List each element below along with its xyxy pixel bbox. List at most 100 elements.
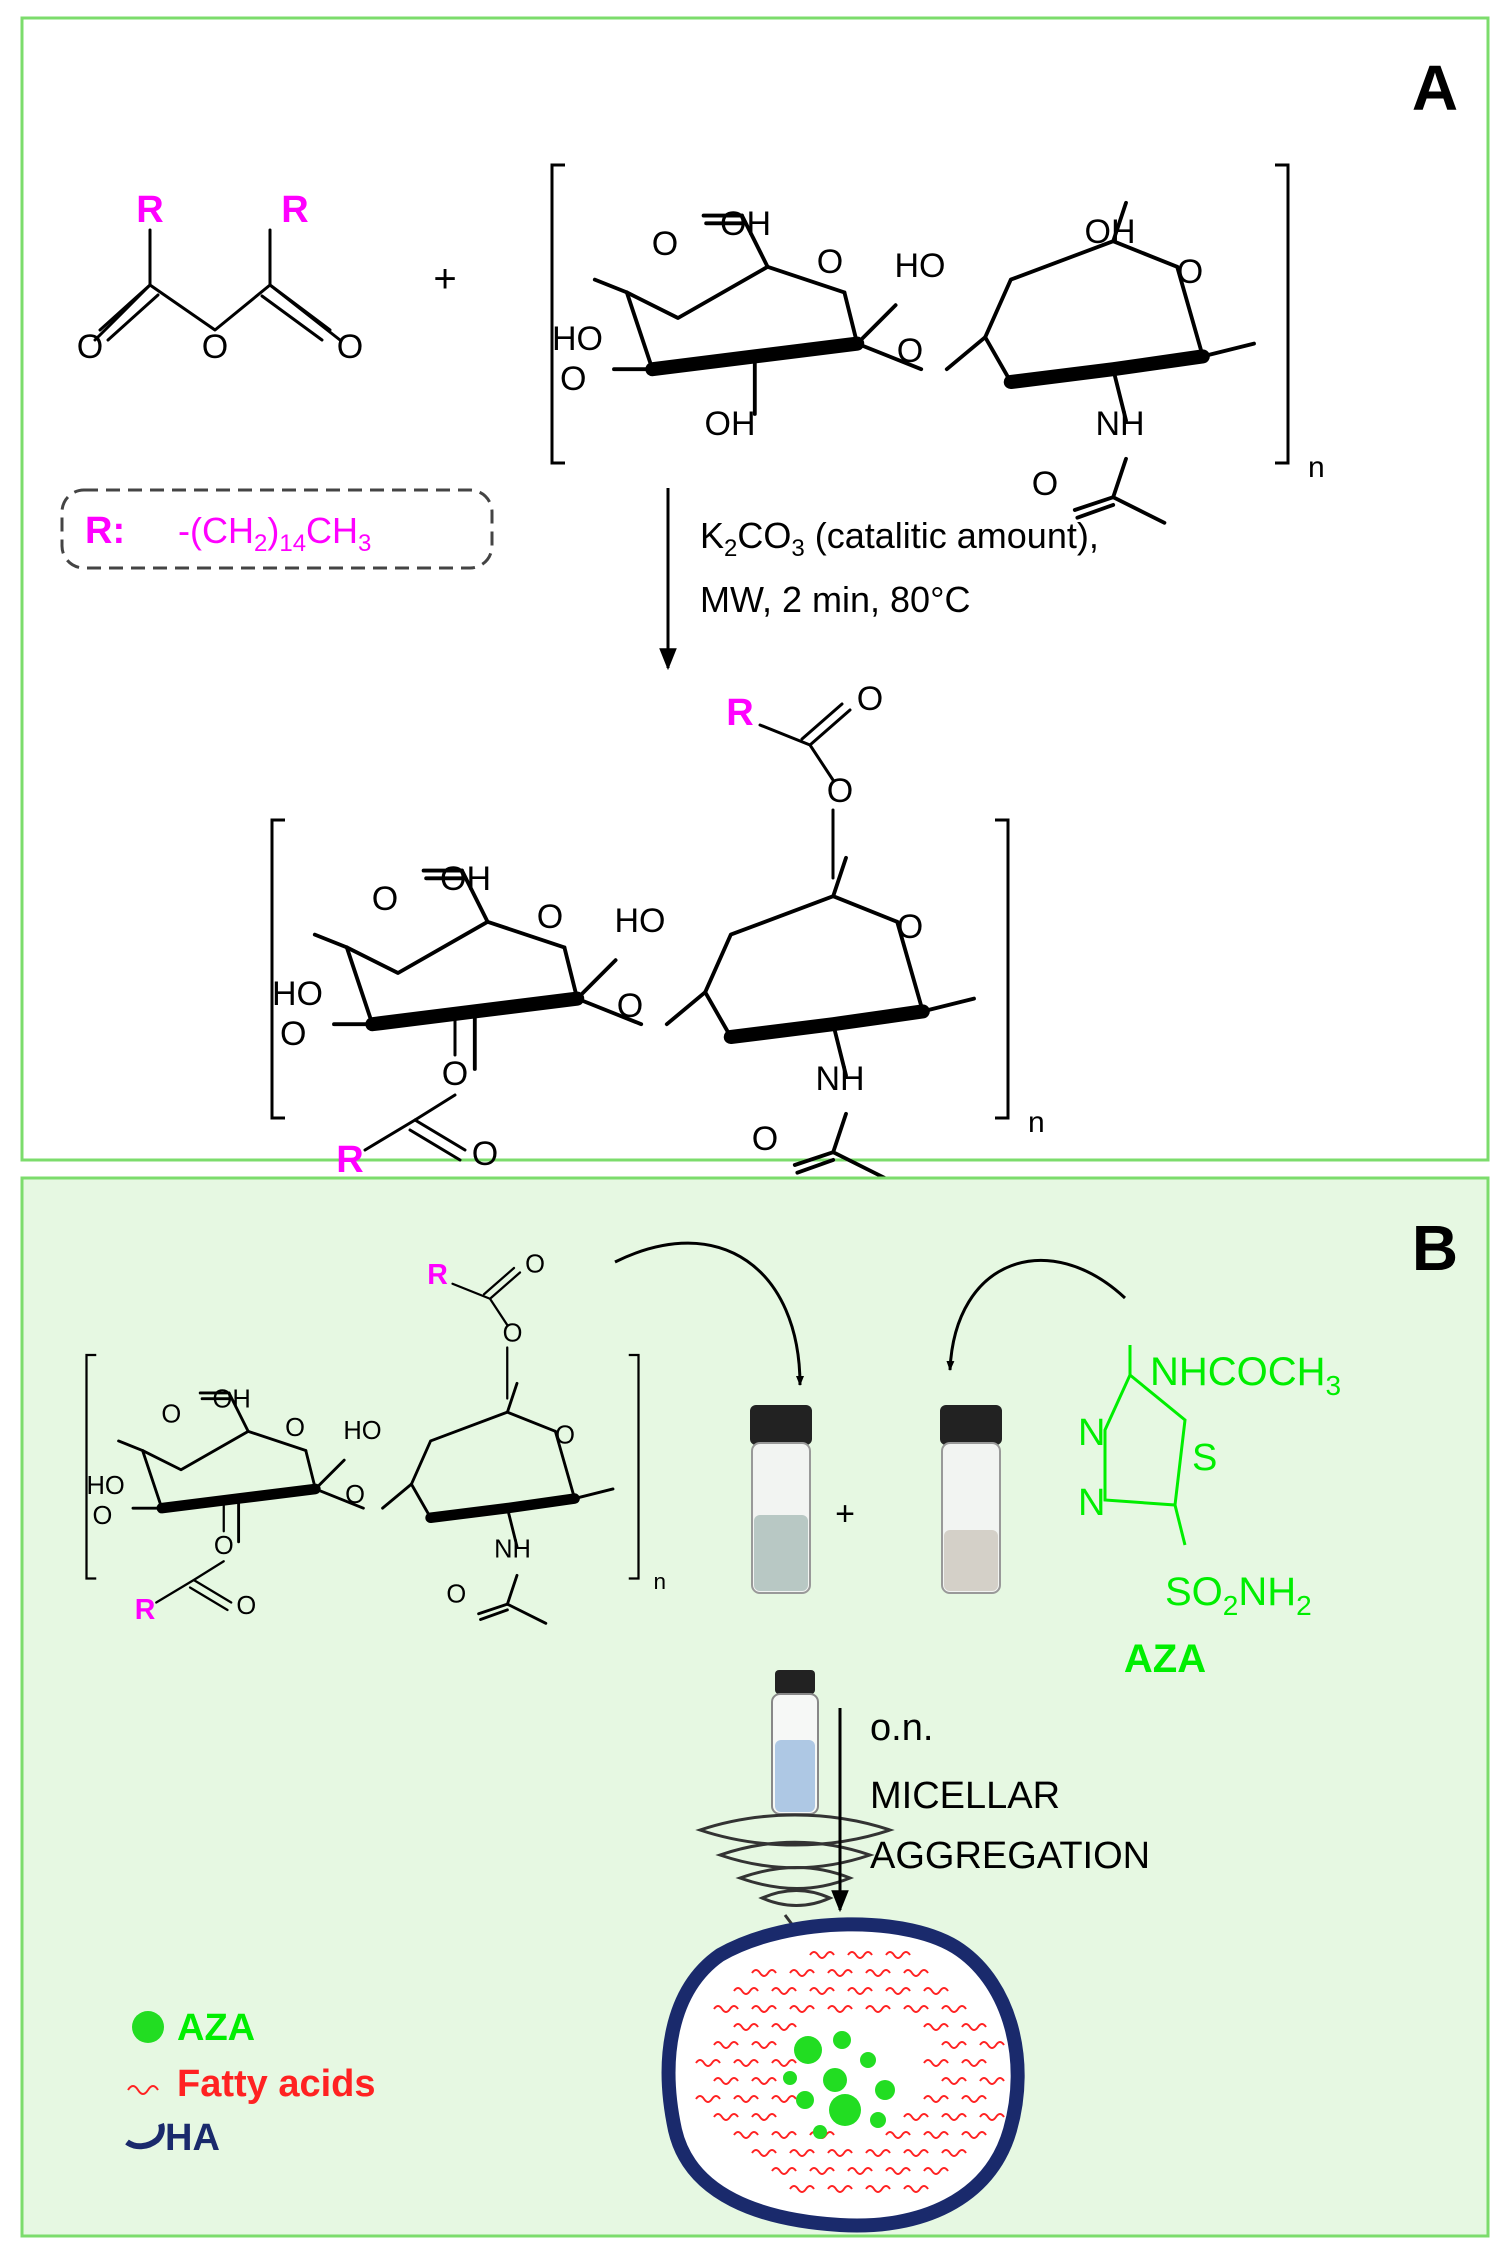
- oxygen-atom: O: [93, 1502, 113, 1530]
- repeat-index: n: [1028, 1106, 1045, 1139]
- fatty-acid-chain: [961, 2131, 987, 2139]
- oxygen-atom: O: [1032, 465, 1058, 503]
- r-group-label: R: [427, 1259, 448, 1291]
- oxygen-atom: O: [817, 243, 843, 281]
- step-label-line1: MICELLAR: [870, 1775, 1060, 1817]
- aza-drug-dot: [794, 2036, 822, 2064]
- vortex-tube: [695, 1670, 895, 1936]
- fatty-acid-chain: [733, 2023, 759, 2031]
- fatty-acid-chain: [923, 2023, 949, 2031]
- fatty-acid-chain: [847, 1987, 873, 1995]
- fatty-acid-chain: [961, 2059, 987, 2067]
- oxygen-atom: O: [280, 1015, 306, 1053]
- oxygen-atom: O: [446, 1581, 466, 1609]
- fatty-acid-chain: [865, 2149, 891, 2157]
- fatty-acid-chain: [941, 2149, 967, 2157]
- legend-label-fatty-acids: Fatty acids: [177, 2063, 376, 2105]
- hydroxyl-label: HO: [615, 902, 666, 940]
- oxygen-atom: O: [236, 1592, 256, 1620]
- hydroxyl-label: OH: [720, 205, 771, 243]
- fatty-acid-chain: [961, 2095, 987, 2103]
- r-group-label: R: [336, 1139, 363, 1181]
- fatty-acid-chain: [733, 2059, 759, 2067]
- step-label-line2: AGGREGATION: [870, 1835, 1150, 1877]
- vial-ha-solution: [750, 1405, 812, 1594]
- oxygen-atom: O: [525, 1251, 545, 1279]
- repeat-index: n: [654, 1569, 667, 1594]
- fatty-acid-chain: [903, 2113, 929, 2121]
- hydroxyl-label: HO: [343, 1417, 381, 1445]
- oxygen-atom: O: [214, 1532, 234, 1560]
- hydroxyl-label: OH: [1085, 213, 1136, 251]
- fatty-acid-chain: [751, 2113, 777, 2121]
- fatty-acid-chain: [695, 2095, 721, 2103]
- amide-nh-label: NH: [494, 1536, 531, 1564]
- amide-nh-label: NH: [815, 1060, 864, 1098]
- fatty-acid-chain: [923, 1987, 949, 1995]
- aza-legend-dot: [132, 2011, 164, 2043]
- r-group-label: R: [135, 1594, 156, 1626]
- hydroxyl-label: OH: [213, 1386, 251, 1414]
- ha-legend-icon: [125, 2123, 165, 2150]
- fatty-acid-chain: [827, 2185, 853, 2193]
- plus-sign: +: [835, 1495, 855, 1533]
- hydroxyl-label: HO: [895, 247, 946, 285]
- r-group-label: R: [281, 189, 308, 231]
- fatty-acid-chain: [941, 2005, 967, 2013]
- fatty-acid-chain: [789, 2005, 815, 2013]
- oxygen-atom: O: [285, 1414, 305, 1442]
- fatty-acid-chain: [903, 2149, 929, 2157]
- fatty-acid-chain: [903, 1969, 929, 1977]
- legend-label-aza: AZA: [177, 2007, 255, 2049]
- fatty-acid-chain: [771, 2131, 797, 2139]
- fatty-acid-chain: [865, 2185, 891, 2193]
- fatty-acid-chain: [751, 2077, 777, 2085]
- hydroxyl-label: OH: [705, 405, 756, 443]
- aza-nitrogen: N: [1078, 1412, 1105, 1454]
- anhydride-structure: R R O O O: [77, 189, 363, 366]
- oxygen-atom: O: [652, 225, 678, 263]
- oxygen-atom: O: [857, 680, 883, 718]
- vial-aza-solution: [940, 1405, 1002, 1594]
- fatty-acid-chain: [789, 1969, 815, 1977]
- oxygen-atom: O: [337, 328, 363, 366]
- fatty-acid-chain: [809, 2167, 835, 2175]
- curved-arrow-aza: [946, 1259, 1127, 1371]
- legend: AZA Fatty acids HA: [125, 2007, 376, 2159]
- fatty-acid-chain: [903, 2005, 929, 2013]
- fatty-acid-chain: [713, 2005, 739, 2013]
- oxygen-atom: O: [555, 1422, 575, 1450]
- fatty-acid-chain: [941, 2077, 967, 2085]
- hydroxyl-label: OH: [440, 860, 491, 898]
- fatty-acid-chain: [713, 2077, 739, 2085]
- fatty-acid-chain: [885, 1987, 911, 1995]
- oxygen-atom: O: [1177, 253, 1203, 291]
- aza-drug-dot: [823, 2068, 847, 2092]
- aza-drug-dot: [833, 2031, 851, 2049]
- r-definition-label: R:: [85, 510, 125, 552]
- fatty-acid-chain: [885, 2131, 911, 2139]
- fatty-acid-chain: [847, 2167, 873, 2175]
- aza-nitrogen: N: [1078, 1482, 1105, 1524]
- repeat-index: n: [1308, 451, 1325, 484]
- fatty-acid-chain: [827, 2005, 853, 2013]
- fatty-acid-chain: [847, 1951, 873, 1959]
- fatty-acid-chain: [771, 2095, 797, 2103]
- fatty-acid-chain: [941, 2113, 967, 2121]
- oxygen-atom: O: [442, 1055, 468, 1093]
- oxygen-atom: O: [372, 880, 398, 918]
- fatty-acid-chain: [827, 1969, 853, 1977]
- fatty-acid-chain: [961, 2023, 987, 2031]
- fatty-acid-chain: [885, 2167, 911, 2175]
- amide-nh-label: NH: [1095, 405, 1144, 443]
- curved-arrow-ha: [614, 1241, 804, 1386]
- aza-drug-dot: [870, 2112, 886, 2128]
- fatty-acid-chain: [751, 2041, 777, 2049]
- fatty-acid-chain: [827, 2149, 853, 2157]
- fatty-acid-chain: [885, 1951, 911, 1959]
- oxygen-atom: O: [560, 360, 586, 398]
- fatty-acid-chain: [713, 2113, 739, 2121]
- aza-structure: NHCOCH3 N N S SO2NH2 AZA: [1078, 1345, 1341, 1681]
- reaction-conditions-line1: K2CO3 (catalitic amount),: [700, 515, 1099, 562]
